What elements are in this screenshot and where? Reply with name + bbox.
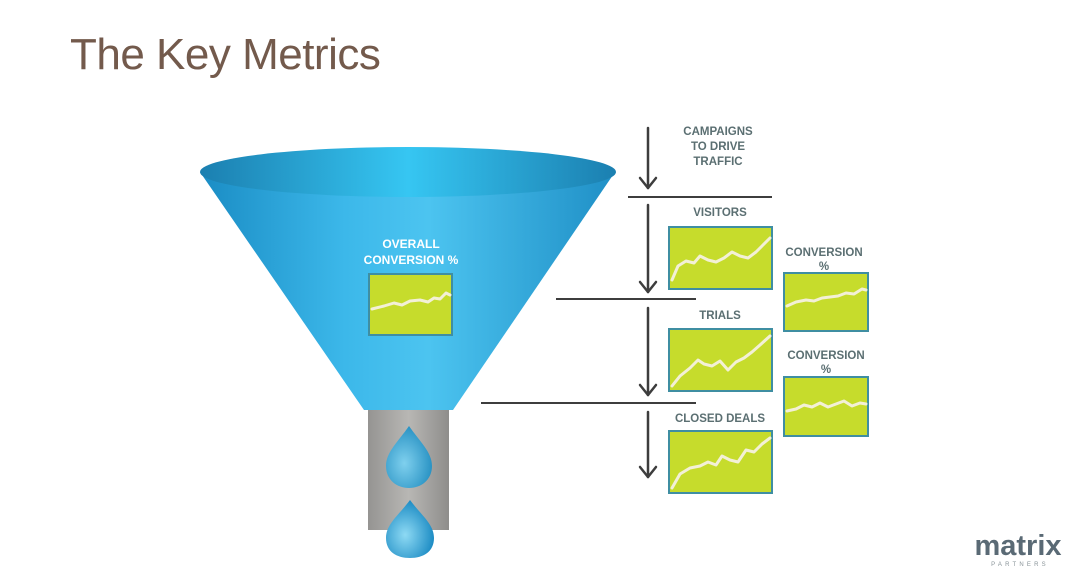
logo-name: matrix [974, 530, 1061, 562]
campaigns-label-line2: TO DRIVE [691, 141, 745, 153]
visitor-to-trial-conversion-chart [783, 272, 869, 332]
conversion-label-1-line1: CONVERSION [785, 247, 862, 259]
visitors-label: VISITORS [693, 207, 747, 219]
water-drop-icon [386, 426, 432, 488]
matrix-partners-logo: matrix PARTNERS [974, 530, 1061, 568]
trial-to-deal-conversion-chart [783, 376, 869, 437]
slide-title: The Key Metrics [70, 30, 381, 79]
down-arrow-icon [638, 203, 658, 294]
closed-deals-chart [668, 430, 773, 494]
logo-sub: PARTNERS [991, 562, 1049, 568]
conversion-label-1-line2: % [819, 261, 829, 273]
closed-deals-label: CLOSED DEALS [675, 413, 765, 425]
conversion-label-2-line2: % [821, 364, 831, 376]
trials-chart [668, 328, 773, 392]
overall-conversion-chart [368, 273, 453, 336]
funnel-rim [200, 147, 616, 197]
campaigns-label-line1: CAMPAIGNS [683, 126, 753, 138]
down-arrow-icon [638, 306, 658, 397]
funnel-label-line1: OVERALL [382, 237, 439, 251]
conversion-label-2-line1: CONVERSION [787, 350, 864, 362]
down-arrow-icon [638, 410, 658, 479]
funnel-label-line2: CONVERSION % [364, 253, 459, 267]
campaigns-label-line3: TRAFFIC [693, 156, 742, 168]
visitors-chart [668, 226, 773, 290]
water-drop-icon [386, 500, 434, 558]
down-arrow-icon [638, 126, 658, 190]
trials-label: TRIALS [699, 310, 741, 322]
